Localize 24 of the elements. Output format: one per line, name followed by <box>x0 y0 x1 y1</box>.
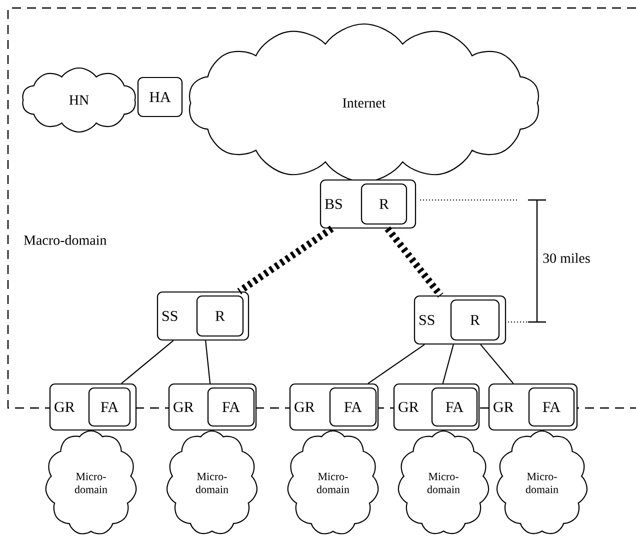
router-box: R <box>196 295 244 337</box>
link-line <box>480 344 514 384</box>
link-line <box>384 226 444 298</box>
cloud: Micro-domain <box>166 430 258 534</box>
link-line <box>368 344 425 384</box>
router-box: HA <box>137 76 183 118</box>
link-line <box>205 340 211 384</box>
router-box: FA <box>329 387 377 427</box>
router-box: FA <box>431 387 478 427</box>
router-box: FA <box>207 387 255 427</box>
link-line <box>237 226 334 294</box>
cloud: Internet <box>188 23 540 183</box>
link-line <box>121 340 174 384</box>
router-box: R <box>450 299 500 341</box>
cloud: Micro-domain <box>496 430 588 534</box>
link-line <box>442 344 454 384</box>
cloud: Micro-domain <box>398 430 490 534</box>
router-box: FA <box>528 387 575 427</box>
cloud: HN <box>22 67 136 133</box>
router-box: FA <box>88 387 131 427</box>
dimension-label: 30 miles <box>543 253 590 263</box>
cloud: Micro-domain <box>45 430 137 534</box>
router-box: R <box>360 183 408 225</box>
cloud: Micro-domain <box>287 430 379 534</box>
